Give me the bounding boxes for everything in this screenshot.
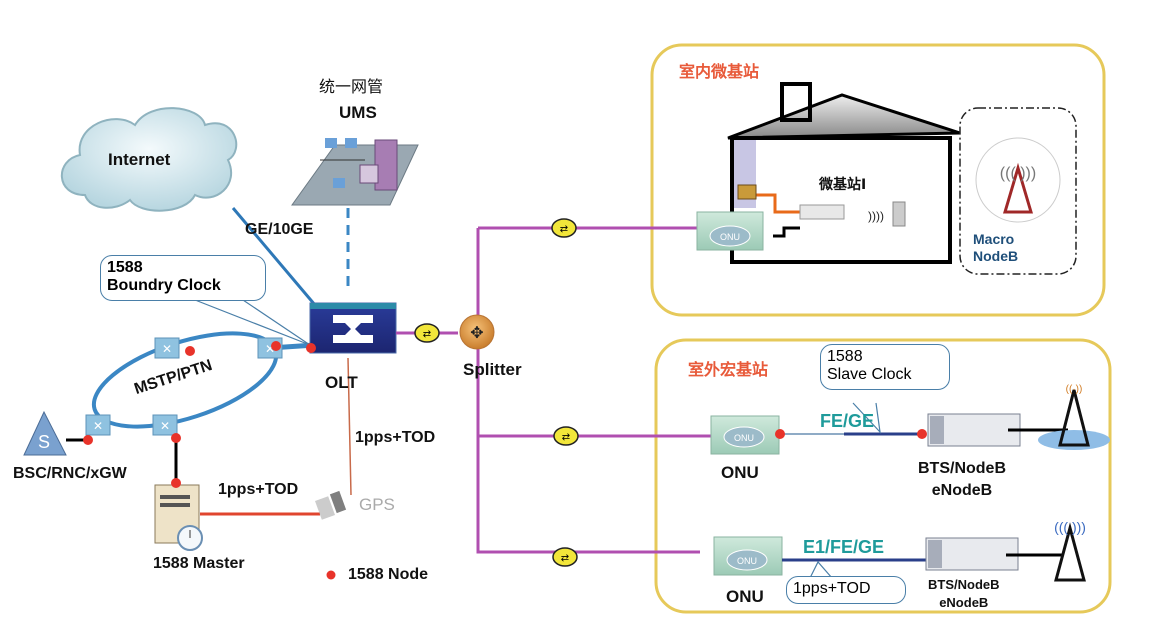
svg-text:((·)): ((·)) <box>1066 384 1083 395</box>
slave-clock-callout: 1588 Slave Clock <box>820 344 950 390</box>
fiber-lines <box>396 226 714 554</box>
macro-nodeb-box <box>959 107 1077 275</box>
boundary-clock-line2: Boundry Clock <box>107 277 221 295</box>
ring-switch-icon: ✕ <box>85 414 111 436</box>
legend-label: 1588 Node <box>348 566 429 583</box>
internet-label: Internet <box>108 150 171 169</box>
cell-tower-icon: ((·)) <box>1038 384 1110 450</box>
bts-device-icon <box>927 413 1021 447</box>
svg-text:⇄: ⇄ <box>561 553 569 564</box>
svg-text:)))): )))) <box>868 209 884 223</box>
macro-line2: NodeB <box>973 247 1019 264</box>
svg-text:✕: ✕ <box>93 419 103 433</box>
gps-satellite-icon <box>315 490 347 520</box>
fe-ge-link-label: FE/GE <box>820 411 875 431</box>
svg-text:✕: ✕ <box>160 419 170 433</box>
slave-clock-line1: 1588 <box>827 348 863 365</box>
bsc-gateway-icon: S <box>23 410 67 456</box>
svg-text:✕: ✕ <box>265 342 275 356</box>
bts-line1: BTS/NodeB <box>918 460 1006 477</box>
ums-server-icon <box>291 138 419 206</box>
svg-text:⇄: ⇄ <box>562 432 570 443</box>
svg-text:ONU: ONU <box>734 433 754 443</box>
onu-device-icon: ONU <box>710 415 780 455</box>
onu-label: ONU <box>726 587 764 606</box>
svg-text:((( ))): ((( ))) <box>1054 519 1086 535</box>
small-cell-label: 微基站I <box>819 177 867 193</box>
optical-connector-icon: ⇄ <box>552 547 578 567</box>
bts-line2: eNodeB <box>931 481 993 499</box>
olt-gps-link-label: 1pps+TOD <box>355 429 436 446</box>
indoor-region <box>650 43 1106 317</box>
boundary-clock-callout: 1588 Boundry Clock <box>100 255 266 301</box>
outdoor-region-title: 室外宏基站 <box>688 360 769 379</box>
house-icon: )))) <box>727 82 961 264</box>
boundary-clock-line1: 1588 <box>107 259 143 276</box>
pps-tod-callout: 1pps+TOD <box>786 576 906 604</box>
olt-gps-line <box>347 357 352 496</box>
optical-connector-icon: ⇄ <box>551 218 577 238</box>
node-markers <box>83 341 927 580</box>
uplink-line <box>231 207 317 306</box>
svg-text:S: S <box>38 432 50 452</box>
bts-label: BTS/NodeB eNodeB <box>918 458 1006 501</box>
gps-label: GPS <box>359 495 395 514</box>
olt-label: OLT <box>325 373 358 392</box>
macro-tower-icon: ((( ))) <box>975 137 1061 223</box>
slave-clock-line2: Slave Clock <box>827 366 912 384</box>
macro-nodeb-label: Macro NodeB <box>973 231 1018 265</box>
onu-label: ONU <box>721 463 759 482</box>
indoor-region-title: 室内微基站 <box>679 62 760 81</box>
e1-fe-ge-link-label: E1/FE/GE <box>803 537 885 557</box>
svg-text:✕: ✕ <box>162 342 172 356</box>
master-server-icon <box>154 484 203 551</box>
uplink-label: GE/10GE <box>245 221 314 238</box>
macro-line1: Macro <box>973 231 1015 247</box>
svg-text:⇄: ⇄ <box>423 329 431 340</box>
svg-text:((( ))): ((( ))) <box>1000 165 1036 182</box>
ums-label: UMS <box>339 103 377 122</box>
onu-device-icon: ONU <box>696 211 764 251</box>
optical-connector-icon: ⇄ <box>414 323 440 343</box>
ring-switch-icon: ✕ <box>154 337 180 359</box>
bts-line1: BTS/NodeB <box>928 577 1000 592</box>
svg-text:⇄: ⇄ <box>560 224 568 235</box>
bts-device-icon <box>925 537 1019 571</box>
olt-device-icon <box>309 302 397 354</box>
master-label: 1588 Master <box>153 555 245 572</box>
master-link-label: 1pps+TOD <box>218 481 299 498</box>
bsc-label: BSC/RNC/xGW <box>13 465 127 482</box>
ring-switch-icon: ✕ <box>152 414 178 436</box>
svg-text:✥: ✥ <box>470 325 483 342</box>
splitter-icon: ✥ <box>459 314 495 350</box>
outdoor-region <box>654 338 1112 614</box>
svg-text:ONU: ONU <box>720 232 740 242</box>
bts-label: BTS/NodeB eNodeB <box>928 576 1000 611</box>
svg-text:ONU: ONU <box>737 556 757 566</box>
bts-line2: eNodeB <box>939 594 989 610</box>
cell-tower-icon: ((( ))) <box>1054 519 1086 582</box>
splitter-label: Splitter <box>463 360 522 379</box>
ums-label-cn: 统一网管 <box>319 77 384 96</box>
onu-device-icon: ONU <box>713 536 783 576</box>
internet-cloud-icon <box>60 107 238 212</box>
optical-connector-icon: ⇄ <box>553 426 579 446</box>
